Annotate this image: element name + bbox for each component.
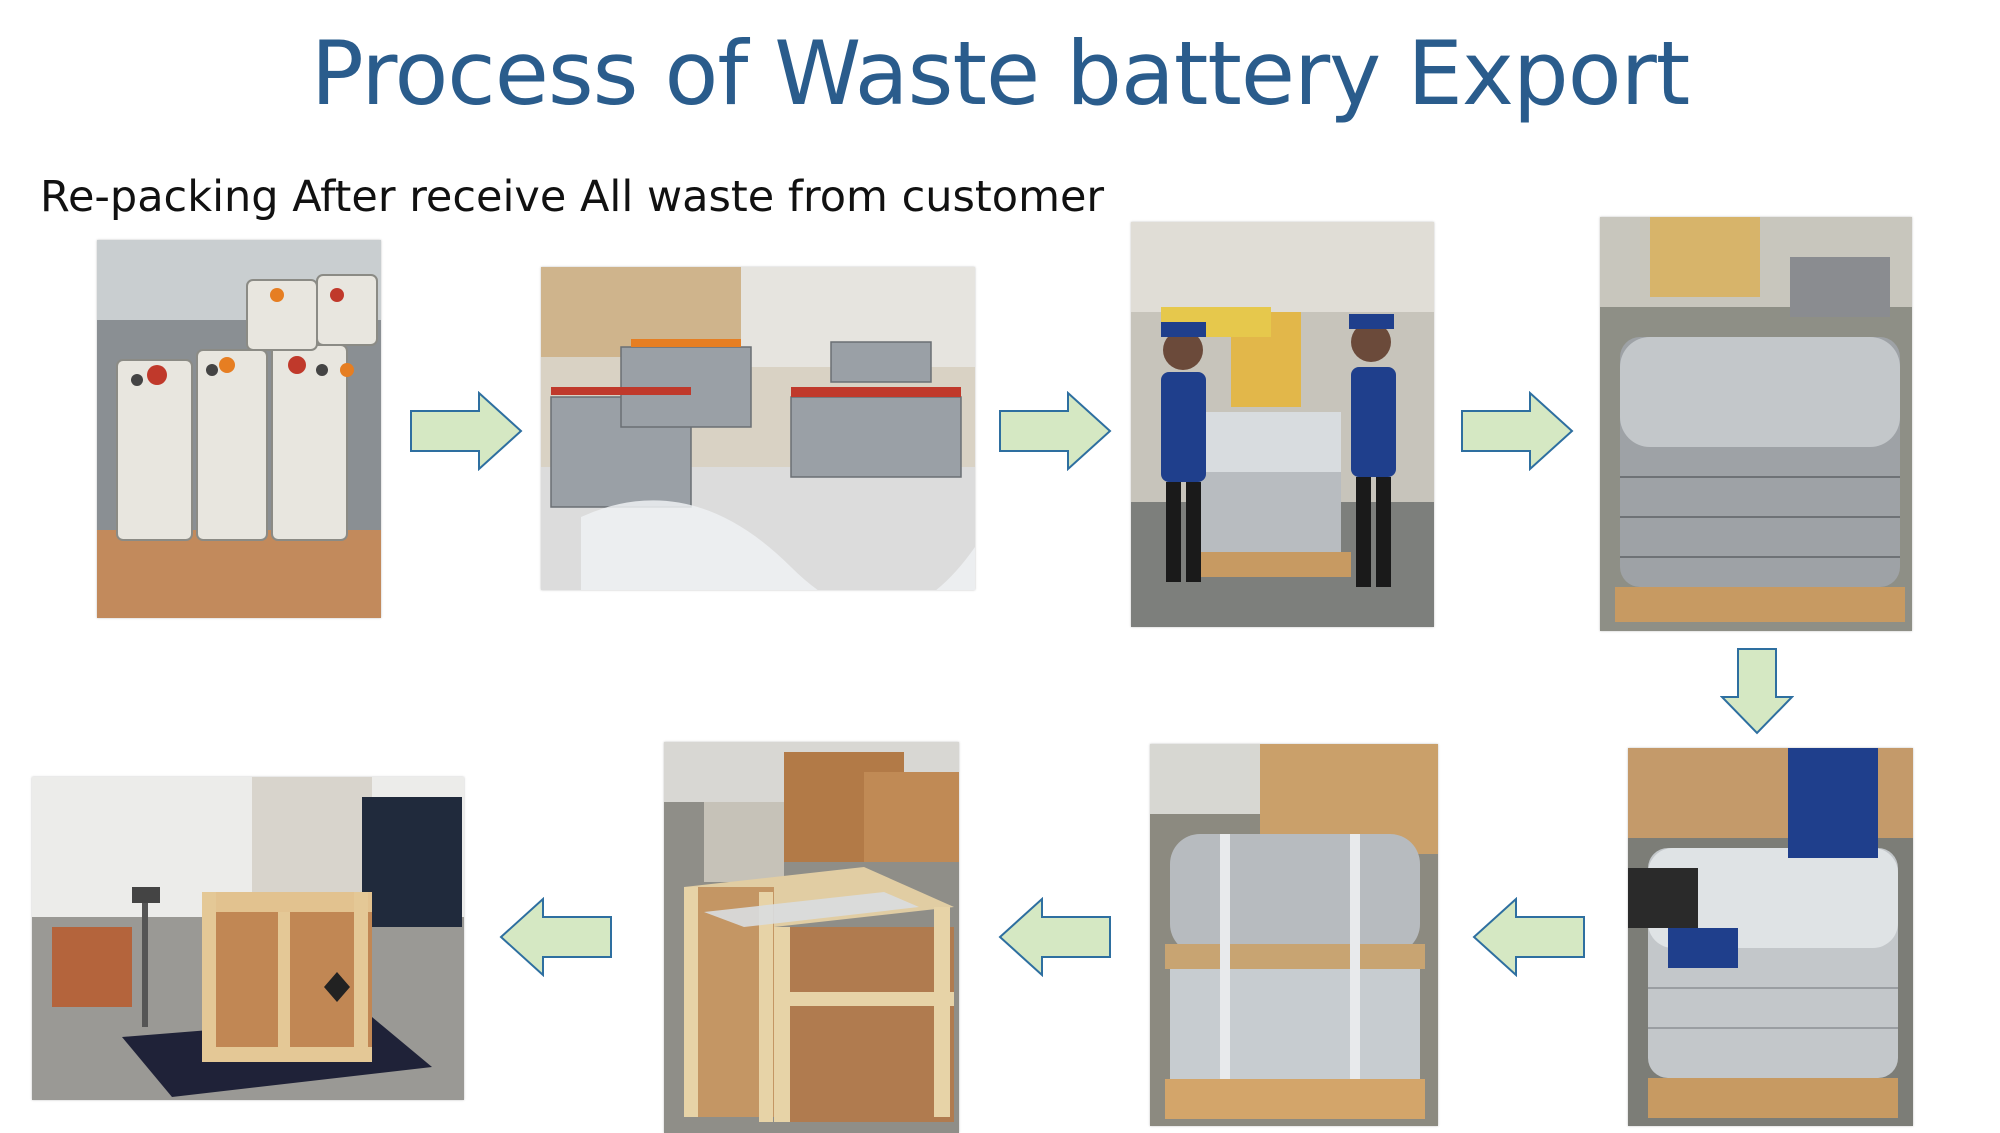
arrow-left-2 bbox=[998, 897, 1112, 977]
arrow-left-3 bbox=[499, 897, 613, 977]
photo-wrapped-pallet bbox=[1600, 217, 1912, 631]
arrow-left-1 bbox=[1472, 897, 1586, 977]
arrow-right-1 bbox=[409, 391, 523, 471]
arrow-down bbox=[1720, 647, 1794, 735]
photo-battery-rows bbox=[541, 267, 975, 590]
slide-title: Process of Waste battery Export bbox=[310, 22, 1691, 125]
photo-wrapping-pallet bbox=[1131, 222, 1434, 627]
slide-subtitle: Re-packing After receive All waste from … bbox=[40, 172, 1105, 222]
arrow-right-3 bbox=[1460, 391, 1574, 471]
photo-crate-building bbox=[664, 742, 959, 1133]
arrow-right-2 bbox=[998, 391, 1112, 471]
photo-strapped-pallet bbox=[1150, 744, 1438, 1126]
photo-strapping-pallet bbox=[1628, 748, 1913, 1126]
photo-used-batteries bbox=[97, 240, 381, 618]
photo-crate-on-scale bbox=[32, 777, 464, 1100]
